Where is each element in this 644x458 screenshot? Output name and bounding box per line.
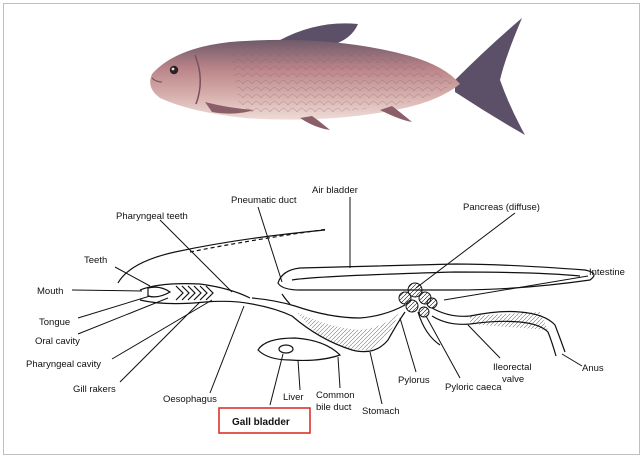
body-outline (118, 230, 325, 283)
label-stomach: Stomach (362, 406, 400, 417)
label-oral-cavity: Oral cavity (35, 336, 80, 347)
label-pharyngeal-teeth: Pharyngeal teeth (116, 211, 188, 222)
liver (258, 338, 340, 360)
label-pharyngeal-cavity: Pharyngeal cavity (26, 359, 101, 370)
label-anus: Anus (582, 363, 604, 374)
label-gill-rakers: Gill rakers (73, 384, 116, 395)
label-pyloric-caeca: Pyloric caeca (445, 382, 502, 393)
label-gall-bladder: Gall bladder (232, 417, 290, 428)
label-air-bladder: Air bladder (312, 185, 358, 196)
label-liver: Liver (283, 392, 304, 403)
label-mouth: Mouth (37, 286, 63, 297)
label-teeth: Teeth (84, 255, 107, 266)
label-intestine: Intestine (589, 267, 625, 278)
oral-cavity (140, 284, 250, 298)
label-tongue: Tongue (39, 317, 70, 328)
label-pancreas: Pancreas (diffuse) (463, 202, 540, 213)
label-ileorectal-line1: Ileorectal (493, 362, 532, 373)
tongue (148, 287, 170, 297)
rohu-fish-image (150, 18, 525, 135)
label-pneumatic-duct: Pneumatic duct (231, 195, 297, 206)
label-oesophagus: Oesophagus (163, 394, 217, 405)
label-ileorectal-line2: valve (502, 374, 524, 385)
gall-bladder-organ (279, 345, 293, 353)
label-pylorus: Pylorus (398, 375, 430, 386)
label-common-bile-duct-line2: bile duct (316, 402, 352, 413)
gill-rakers (176, 286, 213, 300)
label-common-bile-duct-line1: Common (316, 390, 355, 401)
